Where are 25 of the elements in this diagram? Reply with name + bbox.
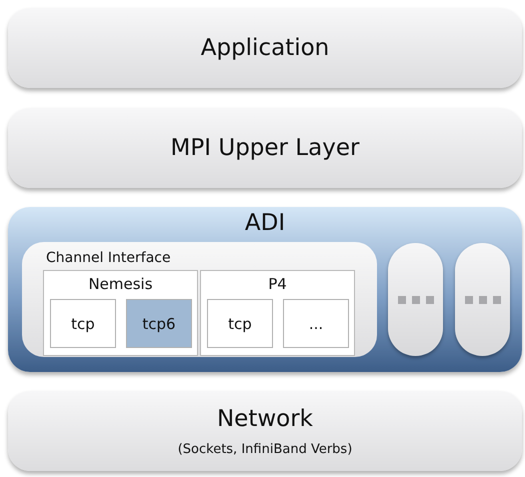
channel-box [43, 270, 198, 356]
layer-box [8, 8, 522, 88]
module-label: tcp6 [142, 314, 176, 332]
layer-title: Network [216, 406, 314, 432]
panel-title: Channel Interface [46, 250, 171, 266]
channel-title: Nemesis [88, 275, 153, 293]
module-box [207, 299, 273, 348]
module-label: tcp [71, 314, 95, 332]
module-label: ... [308, 314, 324, 332]
module-box [126, 299, 192, 348]
channel-title: P4 [268, 275, 287, 293]
layer-box [8, 391, 522, 471]
layer-title: MPI Upper Layer [170, 135, 360, 161]
interface-panel [22, 242, 377, 357]
channel-box [200, 270, 355, 356]
layer-panel [8, 207, 522, 372]
layer-title: ADI [244, 210, 286, 236]
layer-box [8, 108, 522, 188]
layer-title: Application [200, 35, 330, 61]
module-box [50, 299, 116, 348]
layer-subtitle: (Sockets, InfiniBand Verbs) [178, 442, 352, 456]
placeholder-pill [388, 243, 443, 356]
module-label: tcp [228, 314, 252, 332]
module-box [283, 299, 349, 348]
placeholder-pill [455, 243, 510, 356]
